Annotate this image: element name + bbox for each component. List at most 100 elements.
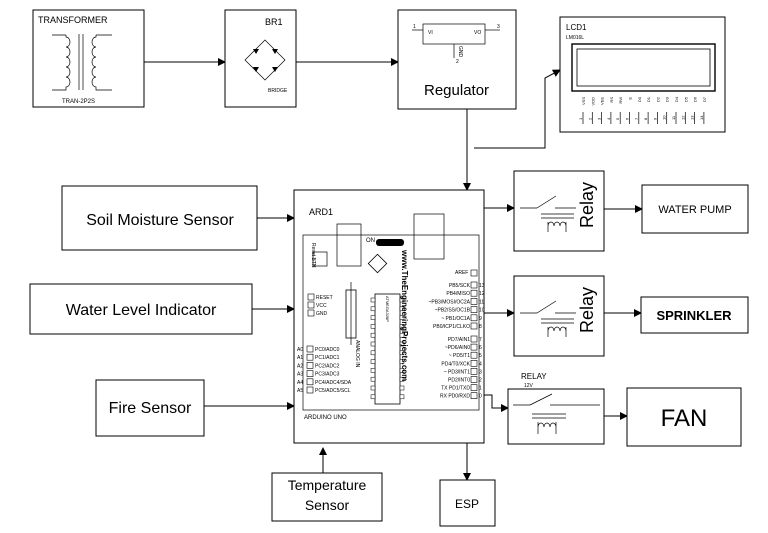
bridge-title: BR1 (265, 17, 283, 27)
aref-label: AREF (455, 270, 468, 276)
relay-2-label: Relay (577, 287, 597, 333)
arduino-title: ARD1 (309, 207, 333, 217)
digital-pin-label: ~ PD5/T1 (449, 353, 470, 359)
digital-pin (470, 322, 478, 330)
mcu-pin (370, 315, 376, 320)
lcd-pin-number: 3 (597, 117, 602, 120)
relay-1-switch-icon (520, 195, 576, 232)
digital-pin-number: 1 (479, 386, 482, 392)
analog-pin-number: A1 (297, 355, 303, 361)
power-pin-label: VCC (316, 303, 327, 309)
digital-pin (470, 306, 478, 313)
digital-pin-number: 13 (479, 283, 485, 289)
digital-pin (470, 335, 478, 343)
temperature-label-line2: Sensor (305, 497, 350, 513)
digital-pin (470, 314, 478, 322)
esp-block: ESP (439, 479, 496, 527)
mcu-pin (370, 385, 376, 391)
water-pump-block: WATER PUMP (641, 184, 749, 234)
relay-1-block: Relay (513, 170, 605, 252)
power-pin-label: RESET (316, 295, 333, 301)
digital-pin-number: 8 (479, 324, 482, 330)
mcu-label: ATMEGA328P (385, 296, 390, 322)
regulator-pin3: 3 (497, 24, 500, 30)
regulator-block: 1 3 2 VI VO GND Regulator (397, 9, 517, 110)
lcd-pin-row: VSS1VDD2VEE3RS4RW5E6D07D18D29D310D411D51… (578, 96, 707, 124)
mcu-pin (399, 297, 405, 303)
power-pin (307, 309, 315, 317)
mcu-pin (399, 368, 405, 373)
fan-label: FAN (661, 405, 708, 432)
soil-sensor-block: Soil Moisture Sensor (61, 185, 258, 251)
fire-sensor-block: Fire Sensor (95, 379, 205, 437)
mcu-pin (370, 350, 376, 356)
digital-pin (470, 289, 478, 297)
digital-pin (470, 359, 478, 367)
temperature-sensor-block: Temperature Sensor (271, 472, 383, 522)
digital-pin-number: 4 (479, 361, 482, 367)
analog-pin-label: PC2/ADC2 (315, 363, 340, 369)
analog-pin-label: PC5/ADC5/SCL (315, 388, 351, 394)
lcd-pin-label: VSS (581, 97, 586, 105)
arduino-board (302, 234, 480, 411)
bridge-block: BR1 BRIDGE (224, 9, 297, 108)
lcd-pin-label: E (628, 97, 633, 100)
analog-pin-label: PC3/ADC3 (315, 372, 340, 378)
digital-pin-number: 10 (479, 308, 485, 314)
lcd-pin-label: VDD (590, 97, 595, 106)
digital-pin (470, 376, 478, 383)
transformer-coils-icon (52, 34, 112, 91)
analog-pin-number: A2 (297, 363, 303, 369)
power-jack (413, 213, 445, 260)
transformer-block: TRANSFORMER TRAN-2P2S (32, 9, 145, 108)
regulator-vo: VO (474, 30, 481, 36)
digital-pin-label: ~ PB1/OC1A (441, 316, 470, 322)
lcd-pin-number: 8 (643, 117, 648, 120)
lcd-pin-number: 6 (625, 117, 630, 120)
analog-pin-number: A4 (297, 380, 303, 386)
lcd-pin-label: D7 (702, 96, 707, 102)
relay-3-switch-icon (513, 393, 600, 434)
digital-pin-label: ~PB3/MOSI/OC2A (428, 299, 470, 305)
lcd-pin-number: 7 (634, 117, 639, 120)
lcd-pin-number: 9 (652, 117, 657, 120)
water-level-block: Water Level Indicator (29, 283, 253, 335)
power-pin (307, 293, 315, 301)
digital-pin-label: TX PD1/TXD (441, 386, 470, 392)
regulator-pin2: 2 (456, 59, 459, 65)
mcu-pin (370, 368, 376, 373)
digital-pin-number: 3 (479, 369, 482, 375)
connection-wires (144, 58, 643, 481)
regulator-gnd: GND (457, 46, 463, 58)
on-led (376, 239, 404, 246)
digital-pin-number: 9 (479, 316, 482, 322)
digital-pin-label: ~PD6/AIN0 (445, 345, 470, 351)
lcd-pin-label: D4 (674, 96, 679, 102)
analog-pin (306, 370, 314, 377)
analog-pin (306, 362, 314, 369)
lcd-pin-label: RS (609, 97, 614, 103)
digital-pin-number: 0 (479, 394, 482, 400)
mcu-pin (370, 341, 376, 347)
mcu-pin (370, 324, 376, 329)
digital-pin (470, 281, 478, 289)
digital-pin (470, 351, 478, 359)
on-led-label: ON (366, 238, 375, 244)
lcd-pin-number: 10 (662, 115, 667, 120)
lcd-pin-label: D1 (646, 96, 651, 102)
digital-pin (470, 392, 478, 400)
digital-pin-number: 11 (479, 299, 484, 305)
lcd-block: LCD1 LM016L VSS1VDD2VEE3RS4RW5E6D07D18D2… (559, 16, 726, 133)
digital-pin-label: PD2/INT0 (448, 378, 470, 384)
digital-pin (470, 368, 478, 375)
regulator-label: Regulator (424, 82, 489, 99)
analog-pin-label: PC4/ADC4/SDA (315, 380, 352, 386)
sprinkler-label: SPRINKLER (656, 308, 732, 323)
usb-connector (336, 223, 362, 267)
lcd-pin-label: D2 (655, 96, 660, 102)
relay-3-block: RELAY 12V (507, 372, 605, 445)
mcu-pin (399, 394, 405, 400)
relay-2-switch-icon (520, 300, 576, 337)
esp-label: ESP (455, 497, 479, 511)
